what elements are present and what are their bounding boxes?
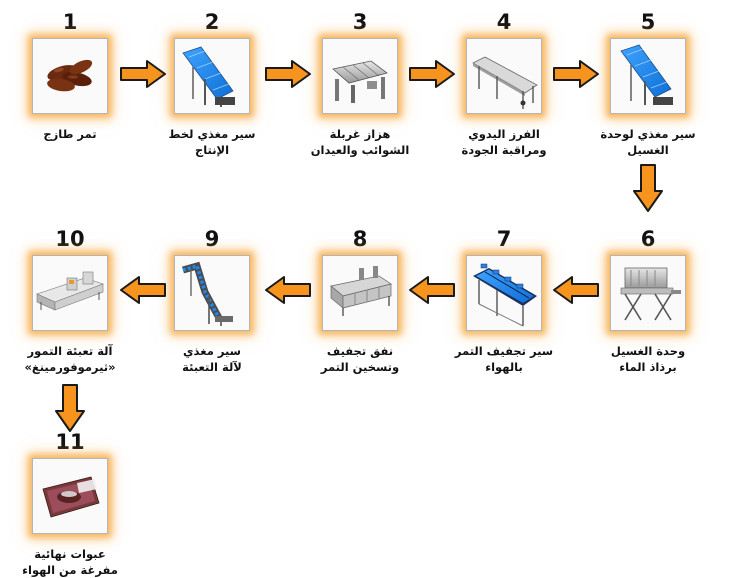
- arrow-right-icon: [265, 60, 311, 88]
- arrow-left-icon: [553, 276, 599, 304]
- step-image: [174, 255, 250, 331]
- step-number: 4: [496, 10, 512, 34]
- arrow-right-icon: [409, 60, 455, 88]
- step-number: 5: [640, 10, 656, 34]
- step-label: تمر طازج: [43, 127, 97, 141]
- arrow-right-icon: [120, 60, 166, 88]
- arrow-down-icon: [55, 384, 85, 432]
- step-number: 6: [640, 227, 656, 251]
- step-number: 3: [352, 10, 368, 34]
- vacuum-package-icon: [42, 476, 100, 518]
- bucket-elevator-icon: [182, 261, 233, 326]
- fresh-dates-icon: [47, 59, 93, 92]
- sorting-table-icon: [472, 56, 538, 109]
- washing-unit-icon: [620, 267, 681, 321]
- step-image: [466, 38, 542, 114]
- step-number: 1: [62, 10, 78, 34]
- thermoforming-machine-icon: [36, 271, 104, 311]
- step-number: 2: [204, 10, 220, 34]
- step-image: [610, 38, 686, 114]
- arrow-down-icon: [633, 164, 663, 212]
- arrow-left-icon: [265, 276, 311, 304]
- drying-tunnel-icon: [330, 266, 392, 316]
- step-label: آلة تعبئة التمور«ثيرموفورمينغ»: [24, 344, 116, 374]
- step-number: 9: [204, 227, 220, 251]
- step-image: [174, 38, 250, 114]
- step-image: [322, 255, 398, 331]
- step-image: [322, 38, 398, 114]
- step-number: 10: [55, 227, 85, 251]
- step-image: [32, 255, 108, 331]
- feeding-conveyor-icon: [182, 46, 235, 107]
- step-image: [610, 255, 686, 331]
- air-drying-conveyor-icon: [473, 263, 537, 327]
- vibrating-sieve-icon: [332, 60, 388, 103]
- step-number: 8: [352, 227, 368, 251]
- step-number: 11: [55, 430, 85, 454]
- arrow-left-icon: [120, 276, 166, 304]
- arrow-left-icon: [409, 276, 455, 304]
- step-number: 7: [496, 227, 512, 251]
- step-image: [32, 38, 108, 114]
- step-image: [466, 255, 542, 331]
- arrow-right-icon: [553, 60, 599, 88]
- incline-conveyor-icon: [620, 44, 673, 105]
- step-image: [32, 458, 108, 534]
